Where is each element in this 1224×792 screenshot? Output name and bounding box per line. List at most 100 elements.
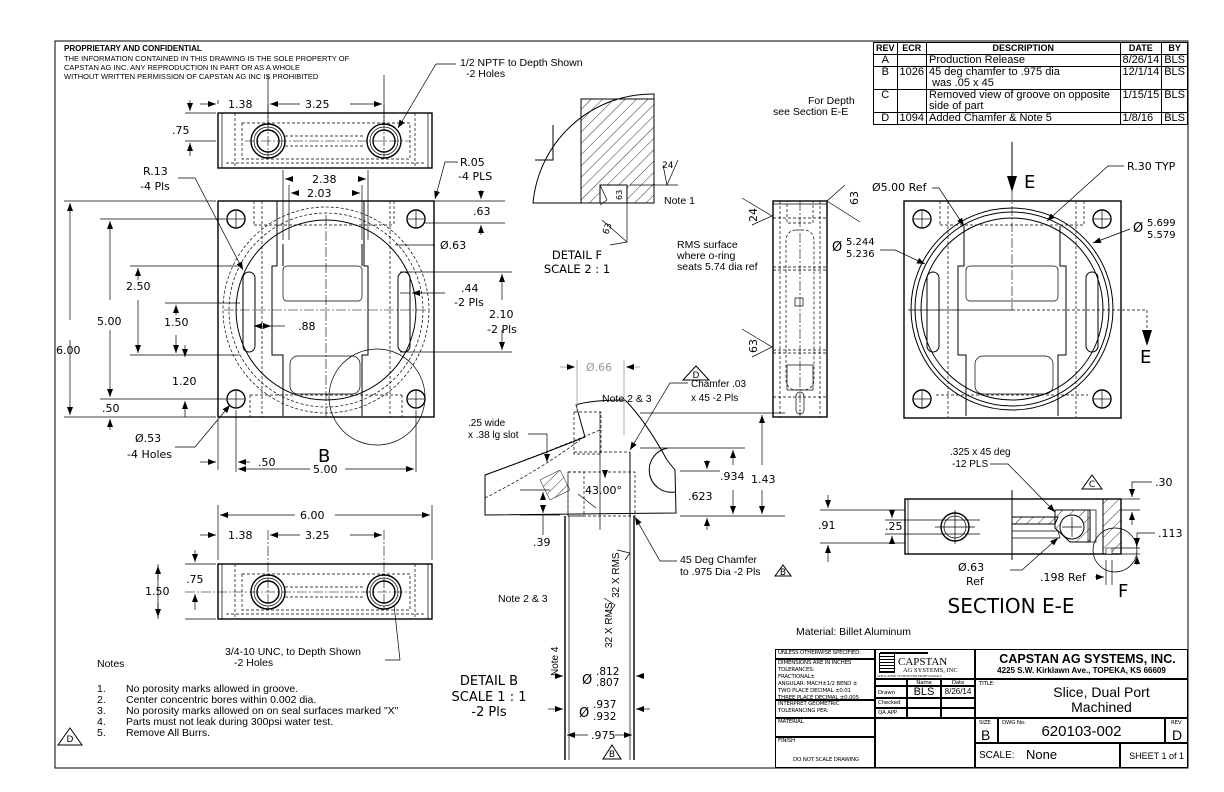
- note-2-3-ref-bottom: Note 2 & 3: [498, 593, 548, 605]
- bolt-holes: [226, 209, 426, 409]
- by-cell: BLS: [1161, 112, 1188, 125]
- dim-0-937: .937: [593, 699, 616, 711]
- dim-0-75: .75: [172, 124, 190, 137]
- company-name: CAPSTAN AG SYSTEMS, INC.: [999, 652, 1176, 666]
- by-cell: BLS: [1161, 66, 1188, 90]
- tol-line: ANGULAR: MACH±1/2 BEND ±: [778, 681, 858, 687]
- rev-flag-b-bottom: [602, 744, 622, 760]
- note-number: 2.: [97, 694, 106, 706]
- material-note: Material: Billet Aluminum: [796, 626, 911, 638]
- revision-table: REV ECR DESCRIPTION DATE BY A Production…: [873, 42, 1188, 125]
- npt-callout: 1/2 NPTF to Depth Shown: [460, 57, 583, 69]
- section-e-e-view: .91 .25 .325 x 45 deg -12 PLS C .30 .113…: [818, 447, 1183, 618]
- rev-flag-d-letter: D: [693, 371, 700, 381]
- by-header: BY: [1161, 42, 1188, 55]
- phi-symbol: Ø: [579, 706, 589, 721]
- description-line: Removed view of groove on opposite: [929, 89, 1110, 101]
- rev-flag-d-notes-letter: D: [67, 735, 74, 745]
- rms-note-2: where o-ring: [676, 250, 736, 262]
- dim-0-623: .623: [688, 490, 713, 503]
- company-cell: CAPSTAN AG SYSTEMS, INC. 4225 S.W. Kirkl…: [975, 649, 1188, 679]
- dim-5-699: 5.699: [1147, 218, 1176, 229]
- ecr-header: ECR: [896, 42, 928, 55]
- dwg-no-value: 620103-002: [1041, 723, 1122, 740]
- side-finish-63-top: 63: [848, 191, 861, 205]
- dim-6-00-bottom: 6.00: [300, 509, 325, 522]
- dim-0-812: .812: [596, 666, 619, 678]
- note-number: 4.: [97, 716, 106, 728]
- dim-0-113: .113: [1158, 527, 1183, 540]
- date-cell: 1/8/16: [1119, 112, 1163, 125]
- angle-43-deg: 43.00°: [585, 484, 622, 497]
- checked-date: [941, 698, 975, 708]
- dim-1-38-bottom: 1.38: [228, 529, 253, 542]
- phi-symbol: Ø: [582, 673, 592, 688]
- sheet-border: [54, 40, 1189, 769]
- bottom-view: 6.00 1.38 3.25 1.50 .75 3/4-10 UNC, to D…: [145, 505, 433, 669]
- do-not-scale: DO NOT SCALE DRAWING: [793, 757, 859, 763]
- detail-b-qty: -2 Pls: [471, 705, 507, 720]
- revision-row: D 1094 Added Chamfer & Note 5 1/8/16 BLS: [873, 112, 1188, 125]
- dim-r-13-qty: -4 Pls: [140, 180, 170, 193]
- sheet-cell: SHEET 1 of 1: [1120, 743, 1188, 768]
- side-view: For Depth see Section E-E 24 63 63 RMS s…: [676, 95, 861, 418]
- rev-flag-c-letter: C: [1089, 480, 1095, 490]
- rms-finish-1: 32 X RMS: [611, 552, 622, 598]
- dim-2-38: 2.38: [312, 173, 337, 186]
- note-item: 1. No porosity marks allowed in groove.: [97, 683, 298, 695]
- ecr-cell: [896, 89, 928, 113]
- rev-cell: REV D: [1165, 718, 1188, 743]
- dim-2-50: 2.50: [126, 280, 151, 293]
- dim-0-934: .934: [720, 470, 745, 483]
- rms-note-3: seats 5.74 dia ref: [677, 261, 758, 273]
- dim-0-975: .975: [591, 729, 616, 742]
- dim-phi-0-63: Ø.63: [440, 239, 466, 252]
- company-logo: CAPSTAN AG SYSTEMS, INC APPLICATION SYST…: [875, 649, 975, 679]
- date-cell: 1/15/15: [1119, 89, 1163, 113]
- approval-role-cell: Drawn: [875, 686, 907, 698]
- rev-flag-b-letter: B: [780, 568, 786, 578]
- note-text: Remove All Burrs.: [126, 727, 210, 739]
- note-number: 1.: [97, 683, 106, 695]
- dim-2-03: 2.03: [307, 187, 332, 200]
- drawing-title-line-2: Machined: [1071, 699, 1132, 715]
- detail-f-title: DETAIL F: [552, 248, 602, 262]
- note-text: No porosity marks allowed on on seal sur…: [126, 705, 399, 717]
- dim-0-63: .63: [473, 205, 491, 218]
- ecr-cell: 1094: [896, 112, 928, 125]
- unc-callout-qty: -2 Holes: [234, 657, 273, 669]
- note-1-ref: Note 1: [664, 195, 695, 207]
- dim-2-10-qty: -2 Pls: [487, 323, 517, 336]
- finish-cell: FINISH DO NOT SCALE DRAWING: [775, 737, 875, 768]
- proprietary-line: THE INFORMATION CONTAINED IN THIS DRAWIN…: [64, 54, 350, 63]
- top-view: 1.38 3.25 .75 1/2 NPTF to Depth Shown -2…: [172, 57, 583, 169]
- ecr-cell: [896, 54, 928, 67]
- chamfer-45-callout: 45 Deg Chamfer: [680, 554, 758, 566]
- rev-flag-d-notes: [57, 727, 83, 746]
- description-cell: Added Chamfer & Note 5: [926, 112, 1121, 125]
- dim-phi-0-63-ref: Ø.63: [958, 561, 984, 574]
- date-cell: 12/1/14: [1119, 66, 1163, 90]
- note-text: Parts must not leak during 300psi water …: [126, 716, 333, 728]
- tol-cell: DIMENSIONS ARE IN INCHES TOLERANCES: FRA…: [775, 659, 875, 701]
- description-cell: Production Release: [926, 54, 1121, 67]
- slot-callout: .25 wide: [468, 418, 506, 429]
- chamfer-45-callout-2: to .975 Dia -2 Pls: [680, 566, 761, 578]
- dim-5-579: 5.579: [1147, 230, 1176, 241]
- dim-r-05: R.05: [460, 156, 485, 169]
- dim-r-05-qty: -4 PLS: [458, 170, 492, 183]
- dim-r-13: R.13: [143, 165, 168, 178]
- tol-line: TOLERANCING PER:: [778, 708, 829, 714]
- approval-blank: [875, 679, 907, 686]
- dim-1-50: 1.50: [164, 316, 189, 329]
- bottom-view-outline: [217, 563, 433, 620]
- dim-phi-0-53: Ø.53: [135, 432, 161, 445]
- note-item: 5. Remove All Burrs.: [97, 727, 210, 739]
- logo-name: CAPSTAN: [898, 656, 948, 668]
- scale-value: None: [1026, 747, 1058, 762]
- slot-callout-2: x .38 lg slot: [468, 430, 519, 441]
- phi-symbol: Ø: [1133, 221, 1143, 236]
- unc-callout: 3/4-10 UNC, to Depth Shown: [225, 646, 361, 658]
